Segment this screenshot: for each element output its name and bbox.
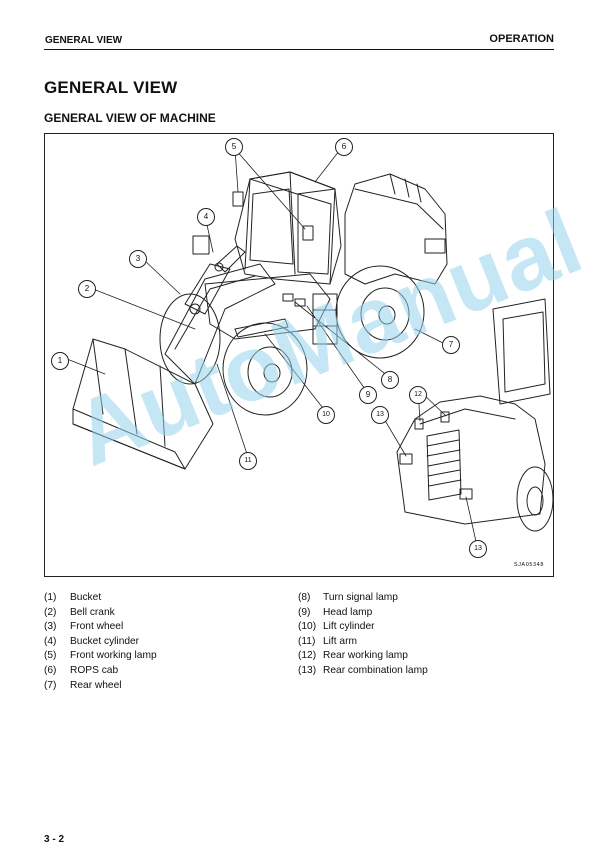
callout-10: 10	[317, 406, 335, 424]
header-section-right: OPERATION	[489, 33, 554, 45]
bell-crank-shape	[184, 263, 231, 315]
legend-number: (4)	[44, 635, 57, 647]
legend-item: (11) Lift arm	[298, 635, 428, 650]
page-title: GENERAL VIEW	[44, 78, 178, 97]
callout-12: 12	[409, 386, 427, 404]
callout-9: 9	[359, 386, 377, 404]
callout-7: 7	[442, 336, 460, 354]
rear-view-body-shape	[396, 395, 546, 525]
legend-item: (10) Lift cylinder	[298, 620, 428, 635]
legend-item: (5) Front working lamp	[44, 649, 157, 664]
legend-number: (9)	[298, 606, 311, 618]
figure-id: SJA05348	[513, 562, 544, 568]
legend-number: (2)	[44, 606, 57, 618]
legend-item: (6) ROPS cab	[44, 664, 157, 679]
rear-working-lamp-shape	[414, 418, 424, 430]
machine-illustration: 1 2 3 4 5 6 7 8 9 10 11 12 13 13 SJA0534…	[44, 133, 554, 577]
legend-item: (4) Bucket cylinder	[44, 635, 157, 650]
callout-13-upper: 13	[371, 406, 389, 424]
legend-item: (1) Bucket	[44, 591, 157, 606]
legend-label: ROPS cab	[70, 664, 119, 676]
legend-number: (5)	[44, 650, 57, 662]
legend-label: Rear wheel	[70, 679, 122, 691]
legend-number: (12)	[298, 650, 317, 662]
callout-11: 11	[239, 452, 257, 470]
rear-combination-lamp-shape	[399, 453, 413, 465]
page-subtitle: GENERAL VIEW OF MACHINE	[44, 111, 216, 125]
legend-item: (13) Rear combination lamp	[298, 664, 428, 679]
legend-item: (8) Turn signal lamp	[298, 591, 428, 606]
legend-label: Bell crank	[70, 606, 115, 618]
rear-wheel-shape	[335, 265, 425, 359]
legend-item: (7) Rear wheel	[44, 679, 157, 694]
legend-label: Bucket cylinder	[70, 635, 140, 647]
rear-view-cab-shape	[492, 298, 551, 405]
legend-left: (1) Bucket (2) Bell crank (3) Front wheel (…	[44, 591, 157, 693]
legend-label: Head lamp	[323, 606, 373, 618]
legend-right: (8) Turn signal lamp (9) Head lamp (10) Lif…	[298, 591, 428, 679]
callout-6: 6	[335, 138, 353, 156]
callout-13-lower: 13	[469, 540, 487, 558]
legend-label: Front working lamp	[70, 650, 157, 662]
lift-cylinder-shape	[234, 318, 289, 338]
callout-5: 5	[225, 138, 243, 156]
legend-label: Lift arm	[323, 635, 357, 647]
legend-label: Front wheel	[70, 621, 124, 633]
bucket-cylinder-shape	[216, 245, 246, 273]
callout-1: 1	[51, 352, 69, 370]
legend-label: Rear working lamp	[323, 650, 408, 662]
legend-number: (13)	[298, 664, 317, 676]
legend-number: (3)	[44, 621, 57, 633]
legend-number: (11)	[298, 635, 316, 647]
callout-8: 8	[381, 371, 399, 389]
header-section-left: GENERAL VIEW	[45, 35, 123, 46]
legend-number: (6)	[44, 664, 57, 676]
wheel-loader-drawing	[66, 145, 554, 547]
legend-number: (7)	[44, 679, 57, 691]
legend-item: (2) Bell crank	[44, 606, 157, 621]
legend-item: (3) Front wheel	[44, 620, 157, 635]
legend-label: Rear combination lamp	[323, 664, 428, 676]
header-rule	[44, 49, 554, 50]
legend-item: (12) Rear working lamp	[298, 649, 428, 664]
legend-number: (8)	[298, 592, 311, 603]
legend-label: Turn signal lamp	[323, 592, 398, 603]
legend-item: (9) Head lamp	[298, 606, 428, 621]
head-lamp-shape	[294, 298, 306, 307]
rear-body-shape	[344, 173, 448, 285]
callout-3: 3	[129, 250, 147, 268]
callout-4: 4	[197, 208, 215, 226]
legend-number: (1)	[44, 592, 57, 603]
front-working-lamp-shape	[232, 191, 244, 207]
legend-number: (10)	[298, 621, 317, 633]
bucket-shape	[72, 338, 214, 470]
legend-label: Bucket	[70, 592, 102, 603]
legend-label: Lift cylinder	[323, 621, 375, 633]
callout-2: 2	[78, 280, 96, 298]
page-number: 3 - 2	[44, 834, 65, 845]
turn-signal-lamp-shape	[282, 293, 294, 302]
